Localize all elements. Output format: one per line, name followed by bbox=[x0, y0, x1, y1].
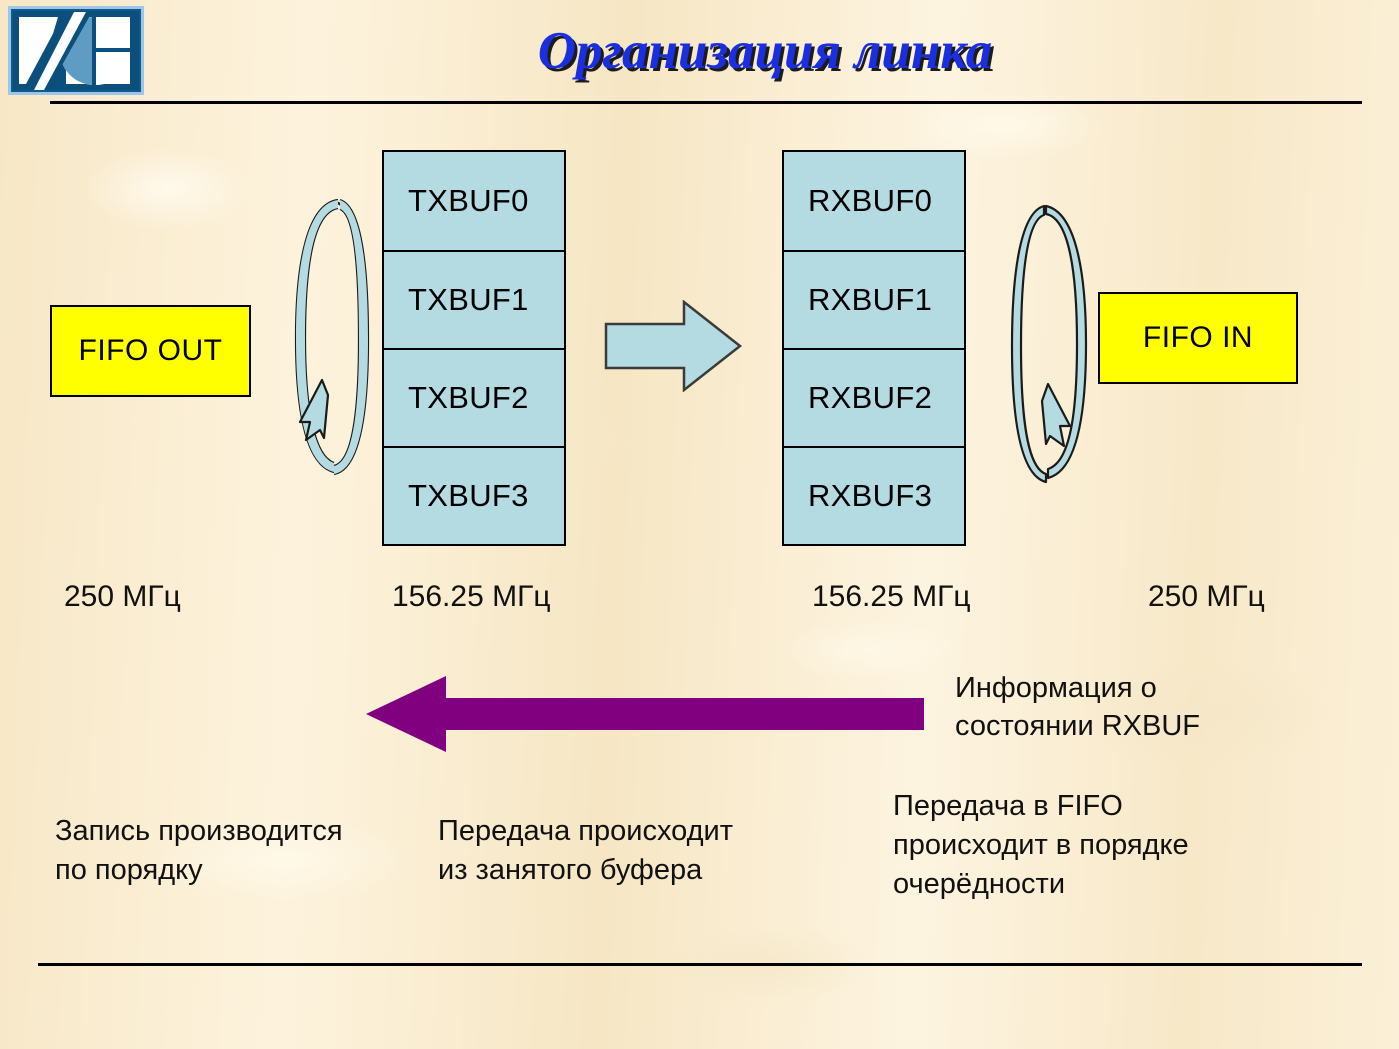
clock-label-rxbuf: 156.25 МГц bbox=[812, 580, 971, 613]
rx-circular-arrow-icon bbox=[1010, 204, 1088, 484]
rx-buffer-cell: RXBUF3 bbox=[784, 446, 964, 544]
note-write-order: Запись производится по порядку bbox=[55, 815, 343, 886]
page-title: Организация линка bbox=[537, 22, 993, 80]
clock-label-fifo-out: 250 МГц bbox=[64, 580, 181, 613]
tx-buffer-cell: TXBUF1 bbox=[384, 250, 564, 348]
rxbuf-status-note: Информация о состоянии RXBUF bbox=[955, 672, 1200, 742]
rxbuf-status-arrow-icon bbox=[366, 676, 924, 752]
tx-buffer-cell: TXBUF3 bbox=[384, 446, 564, 544]
clock-label-fifo-in: 250 МГц bbox=[1148, 580, 1265, 613]
header-divider bbox=[50, 101, 1362, 104]
logo-graphic bbox=[8, 6, 144, 95]
tx-buffer-column: TXBUF0 TXBUF1 TXBUF2 TXBUF3 bbox=[382, 150, 566, 546]
tx-buffer-cell: TXBUF2 bbox=[384, 348, 564, 446]
footer-divider bbox=[38, 963, 1362, 966]
tx-buffer-cell: TXBUF0 bbox=[408, 183, 529, 218]
clock-label-txbuf: 156.25 МГц bbox=[392, 580, 551, 613]
fifo-in-box: FIFO IN bbox=[1098, 292, 1298, 384]
tx-to-rx-arrow-icon bbox=[604, 300, 743, 392]
fifo-out-label: FIFO OUT bbox=[78, 334, 223, 367]
institute-logo bbox=[8, 6, 144, 95]
note-transmit-from-busy-buffer: Передача происходит из занятого буфера bbox=[438, 815, 734, 886]
rx-buffer-cell: RXBUF0 bbox=[808, 183, 933, 218]
rx-buffer-cell: RXBUF1 bbox=[784, 250, 964, 348]
rx-buffer-cell: RXBUF2 bbox=[784, 348, 964, 446]
fifo-in-label: FIFO IN bbox=[1142, 321, 1254, 354]
tx-circular-arrow-icon bbox=[294, 198, 370, 476]
fifo-out-box: FIFO OUT bbox=[50, 305, 251, 397]
note-fifo-transfer-order: Передача в FIFO происходит в порядке оче… bbox=[893, 790, 1189, 900]
rx-buffer-column: RXBUF0 RXBUF1 RXBUF2 RXBUF3 bbox=[782, 150, 966, 546]
